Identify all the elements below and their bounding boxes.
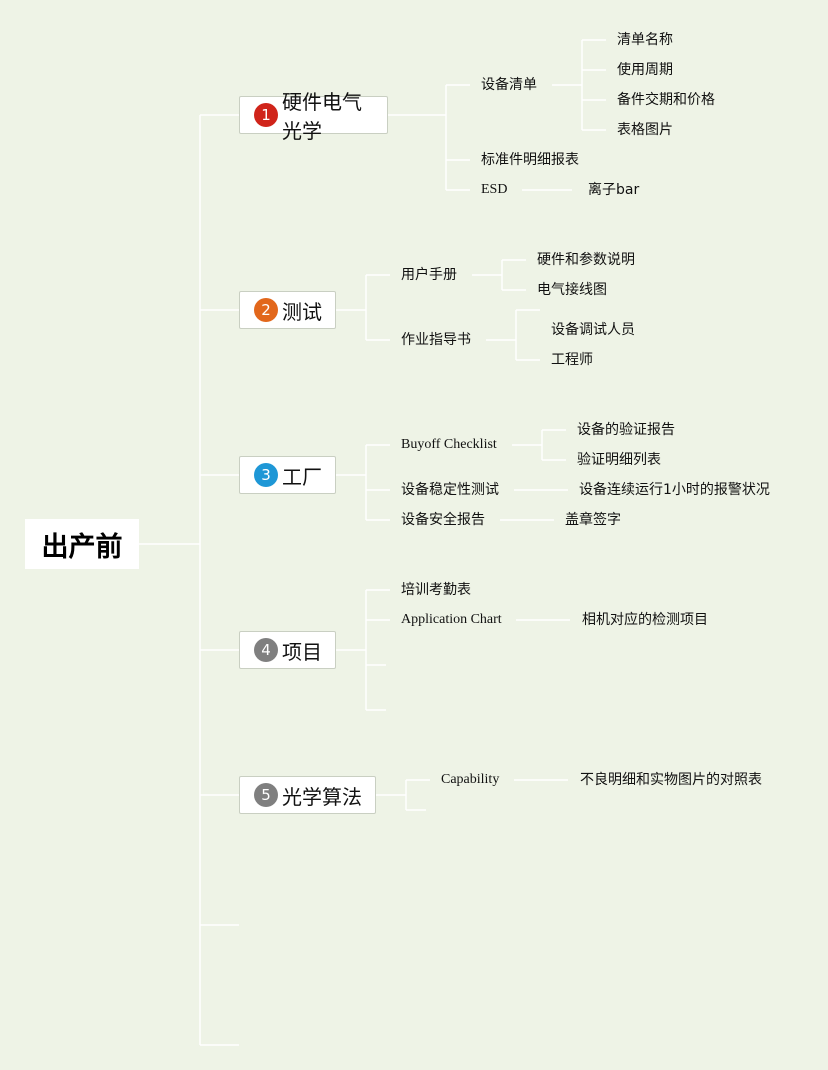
root-label: 出产前 <box>41 531 123 563</box>
subtopic-usage-cycle[interactable]: 使用周期 <box>617 62 673 78</box>
subtopic-verification-list[interactable]: 验证明细列表 <box>577 452 661 468</box>
topic-buyoff-checklist[interactable]: Buyoff Checklist <box>401 437 497 452</box>
topic-device-list[interactable]: 设备清单 <box>481 77 537 93</box>
subtopic-hardware-params[interactable]: 硬件和参数说明 <box>537 252 635 268</box>
branch-label-1: 硬件电气光学 <box>282 90 362 143</box>
topic-user-manual[interactable]: 用户手册 <box>401 267 457 283</box>
branch-label-3: 工厂 <box>282 464 322 489</box>
branch-node-4[interactable]: 4 项目 <box>239 631 336 669</box>
branch-label-2: 测试 <box>282 299 322 324</box>
topic-standard-parts-report[interactable]: 标准件明细报表 <box>481 152 579 168</box>
subtopic-seal-signature[interactable]: 盖章签字 <box>565 512 621 528</box>
topic-training-attendance[interactable]: 培训考勤表 <box>401 582 471 598</box>
branch-label-4: 项目 <box>282 639 322 664</box>
subtopic-ion-bar[interactable]: 离子bar <box>588 182 640 198</box>
number-badge-5: 5 <box>254 783 278 807</box>
subtopic-verification-report[interactable]: 设备的验证报告 <box>577 422 675 438</box>
root-node[interactable]: 出产前 <box>25 519 139 569</box>
topic-capability[interactable]: Capability <box>441 772 500 787</box>
subtopic-table-images[interactable]: 表格图片 <box>617 122 673 138</box>
branch-node-5[interactable]: 5 光学算法 <box>239 776 376 814</box>
number-badge-1: 1 <box>254 103 278 127</box>
topic-stability-test[interactable]: 设备稳定性测试 <box>401 482 499 498</box>
branch-node-2[interactable]: 2 测试 <box>239 291 336 329</box>
subtopic-alarm-status[interactable]: 设备连续运行1小时的报警状况 <box>579 482 770 498</box>
subtopic-defect-comparison[interactable]: 不良明细和实物图片的对照表 <box>580 772 762 788</box>
branch-label-5: 光学算法 <box>282 784 362 809</box>
subtopic-wiring-diagram[interactable]: 电气接线图 <box>537 282 607 298</box>
topic-esd[interactable]: ESD <box>481 182 508 197</box>
branch-node-3[interactable]: 3 工厂 <box>239 456 336 494</box>
number-badge-4: 4 <box>254 638 278 662</box>
number-badge-3: 3 <box>254 463 278 487</box>
subtopic-engineer[interactable]: 工程师 <box>551 352 593 368</box>
subtopic-spare-parts[interactable]: 备件交期和价格 <box>617 92 715 108</box>
subtopic-camera-inspection[interactable]: 相机对应的检测项目 <box>582 612 708 628</box>
subtopic-list-name[interactable]: 清单名称 <box>617 32 673 48</box>
topic-work-instructions[interactable]: 作业指导书 <box>401 332 471 348</box>
topic-safety-report[interactable]: 设备安全报告 <box>401 512 485 528</box>
number-badge-2: 2 <box>254 298 278 322</box>
branch-node-1[interactable]: 1 硬件电气光学 <box>239 90 388 143</box>
subtopic-debug-staff[interactable]: 设备调试人员 <box>551 322 635 338</box>
topic-application-chart[interactable]: Application Chart <box>401 612 502 627</box>
